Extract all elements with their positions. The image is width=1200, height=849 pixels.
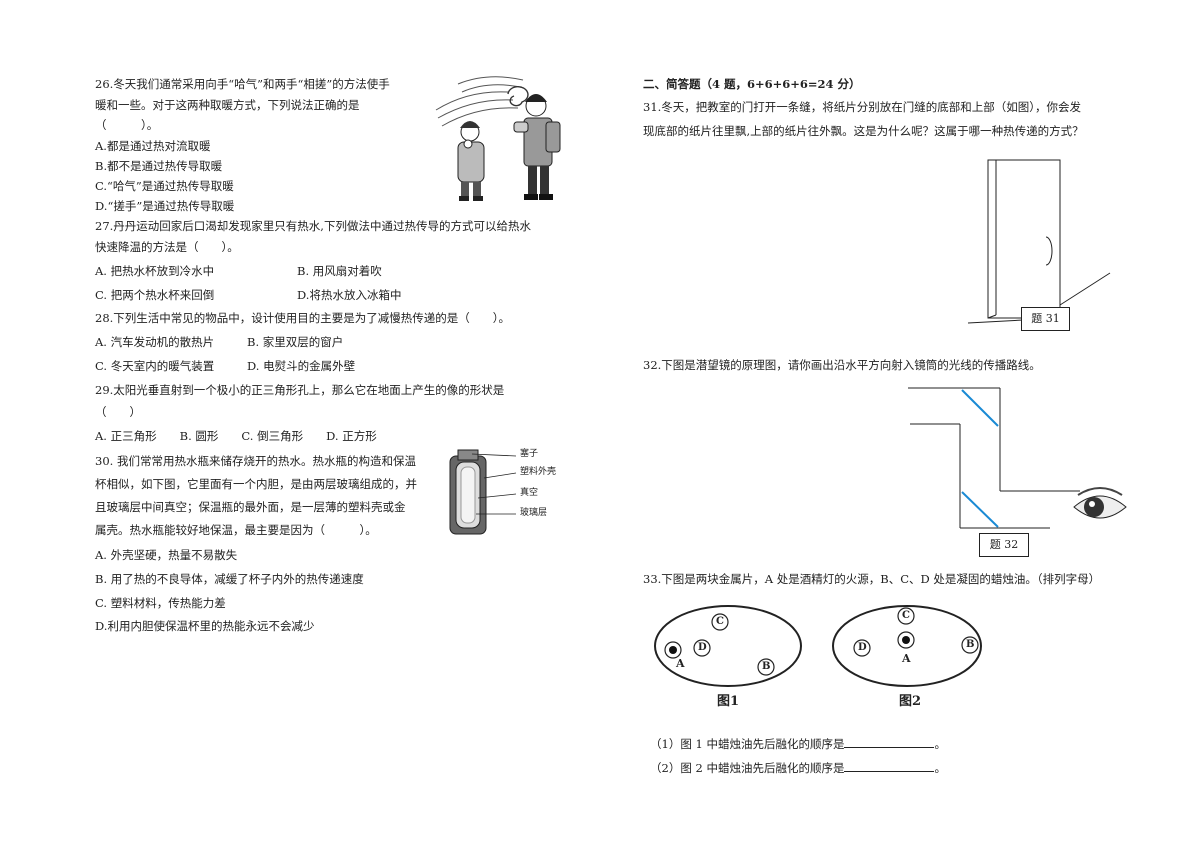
q31-line1: 31.冬天，把教室的门打开一条缝，将纸片分别放在门缝的底部和上部（如图），你会发 bbox=[643, 100, 1082, 114]
fig1-point-d: D bbox=[698, 642, 707, 653]
thermos-label-glass-layer: 玻璃层 bbox=[520, 508, 548, 518]
q31-line2: 现底部的纸片往里飘,上部的纸片往外飘。这是为什么呢？这属于哪一种热传递的方式？ bbox=[643, 124, 1084, 138]
q33-sub1-text: （1）图 1 中蜡烛油先后融化的顺序是 bbox=[650, 737, 845, 751]
fig2-point-d: D bbox=[858, 642, 867, 653]
fig1-point-b: B bbox=[762, 661, 771, 672]
q29-line1: 29.太阳光垂直射到一个极小的正三角形孔上，那么它在地面上产生的像的形状是 bbox=[95, 383, 505, 397]
q33-sub2: （2）图 2 中蜡烛油先后融化的顺序是 。 bbox=[650, 761, 946, 775]
thermos-label-vacuum: 真空 bbox=[520, 488, 539, 498]
q28-option-a: A. 汽车发动机的散热片 bbox=[95, 335, 215, 349]
thermos-label-plastic-shell: 塑料外壳 bbox=[520, 467, 557, 477]
fig1-point-c: C bbox=[716, 616, 724, 627]
section-heading: 二、简答题（4 题，6+6+6+6=24 分） bbox=[643, 77, 861, 91]
q26-option-b: B.都不是通过热传导取暖 bbox=[95, 159, 223, 173]
thermos-label-stopper: 塞子 bbox=[520, 449, 539, 459]
q26-option-d: D.“搓手”是通过热传导取暖 bbox=[95, 199, 235, 213]
fig2-point-c: C bbox=[902, 610, 910, 621]
q28-line1: 28.下列生活中常见的物品中，设计使用目的主要是为了减慢热传递的是（ ）。 bbox=[95, 311, 511, 325]
q33-sub2-blank[interactable] bbox=[844, 761, 935, 772]
metal-plates-diagram bbox=[654, 605, 982, 687]
q29-line2: （ ） bbox=[95, 405, 141, 419]
q30-line4: 属壳。热水瓶能较好地保温，最主要是因为（ ）。 bbox=[95, 523, 377, 537]
q26-option-a: A.都是通过热对流取暖 bbox=[95, 139, 211, 153]
eye-icon bbox=[1073, 487, 1127, 519]
q26-line3: （ ）。 bbox=[95, 118, 159, 132]
q27-option-c: C. 把两个热水杯来回倒 bbox=[95, 288, 215, 302]
q27-option-a: A. 把热水杯放到冷水中 bbox=[95, 264, 215, 278]
q26-option-c: C.“哈气”是通过热传导取暖 bbox=[95, 179, 234, 193]
q32-caption-box: 题 32 bbox=[979, 533, 1029, 557]
q30-line1: 30. 我们常常用热水瓶来储存烧开的热水。热水瓶的构造和保温 bbox=[95, 454, 416, 468]
q33-line1: 33.下图是两块金属片，A 处是酒精灯的火源，B、C、D 处是凝固的蜡烛油。（排… bbox=[643, 572, 1101, 586]
q31-caption: 题 31 bbox=[1031, 312, 1060, 325]
q30-option-b: B. 用了热的不良导体，减缓了杯子内外的热传递速度 bbox=[95, 572, 364, 586]
q29-options: A. 正三角形 B. 圆形 C. 倒三角形 D. 正方形 bbox=[95, 429, 377, 443]
q33-sub2-text: （2）图 2 中蜡烛油先后融化的顺序是 bbox=[650, 761, 845, 775]
fig2-point-a: A bbox=[902, 652, 911, 665]
q33-sub1-end: 。 bbox=[934, 737, 946, 751]
q33-sub2-end: 。 bbox=[934, 761, 946, 775]
q27-line1: 27.丹丹运动回家后口渴却发现家里只有热水,下列做法中通过热传导的方式可以给热水 bbox=[95, 219, 531, 233]
q30-option-a: A. 外壳坚硬，热量不易散失 bbox=[95, 548, 238, 562]
q26-line2: 暖和一些。对于这两种取暖方式，下列说法正确的是 bbox=[95, 98, 360, 112]
fig1-point-a: A bbox=[676, 657, 685, 670]
q30-line3: 且玻璃层中间真空；保温瓶的最外面，是一层薄的塑料壳或金 bbox=[95, 500, 406, 514]
fig2-point-b: B bbox=[966, 639, 975, 650]
fig2-caption: 图2 bbox=[899, 694, 922, 709]
q32-line1: 32.下图是潜望镜的原理图，请你画出沿水平方向射入镜筒的光线的传播路线。 bbox=[643, 358, 1041, 372]
q30-option-c: C. 塑料材料，传热能力差 bbox=[95, 596, 226, 610]
q33-sub1: （1）图 1 中蜡烛油先后融化的顺序是 。 bbox=[650, 737, 946, 751]
q28-option-c: C. 冬天室内的暖气装置 bbox=[95, 359, 215, 373]
q32-caption: 题 32 bbox=[989, 538, 1019, 551]
winter-people-illustration bbox=[435, 76, 561, 201]
q30-line2: 杯相似，如下图，它里面有一个内胆，是由两层玻璃组成的，并 bbox=[95, 477, 417, 491]
q31-caption-box: 题 31 bbox=[1021, 307, 1070, 331]
q28-option-d: D. 电熨斗的金属外壁 bbox=[247, 359, 356, 373]
q27-option-d: D.将热水放入冰箱中 bbox=[297, 288, 402, 302]
q26-line1: 26.冬天我们通常采用向手“哈气”和两手“相搓”的方法使手 bbox=[95, 77, 390, 91]
q27-line2: 快速降温的方法是（ ）。 bbox=[95, 240, 239, 254]
q27-option-b: B. 用风扇对着吹 bbox=[297, 264, 382, 278]
q33-sub1-blank[interactable] bbox=[844, 737, 935, 748]
fig1-caption: 图1 bbox=[717, 694, 740, 709]
thermos-diagram bbox=[449, 449, 517, 535]
q28-option-b: B. 家里双层的窗户 bbox=[247, 335, 344, 349]
q30-option-d: D.利用内胆使保温杯里的热能永远不会减少 bbox=[95, 619, 315, 633]
periscope-diagram bbox=[908, 387, 1080, 529]
